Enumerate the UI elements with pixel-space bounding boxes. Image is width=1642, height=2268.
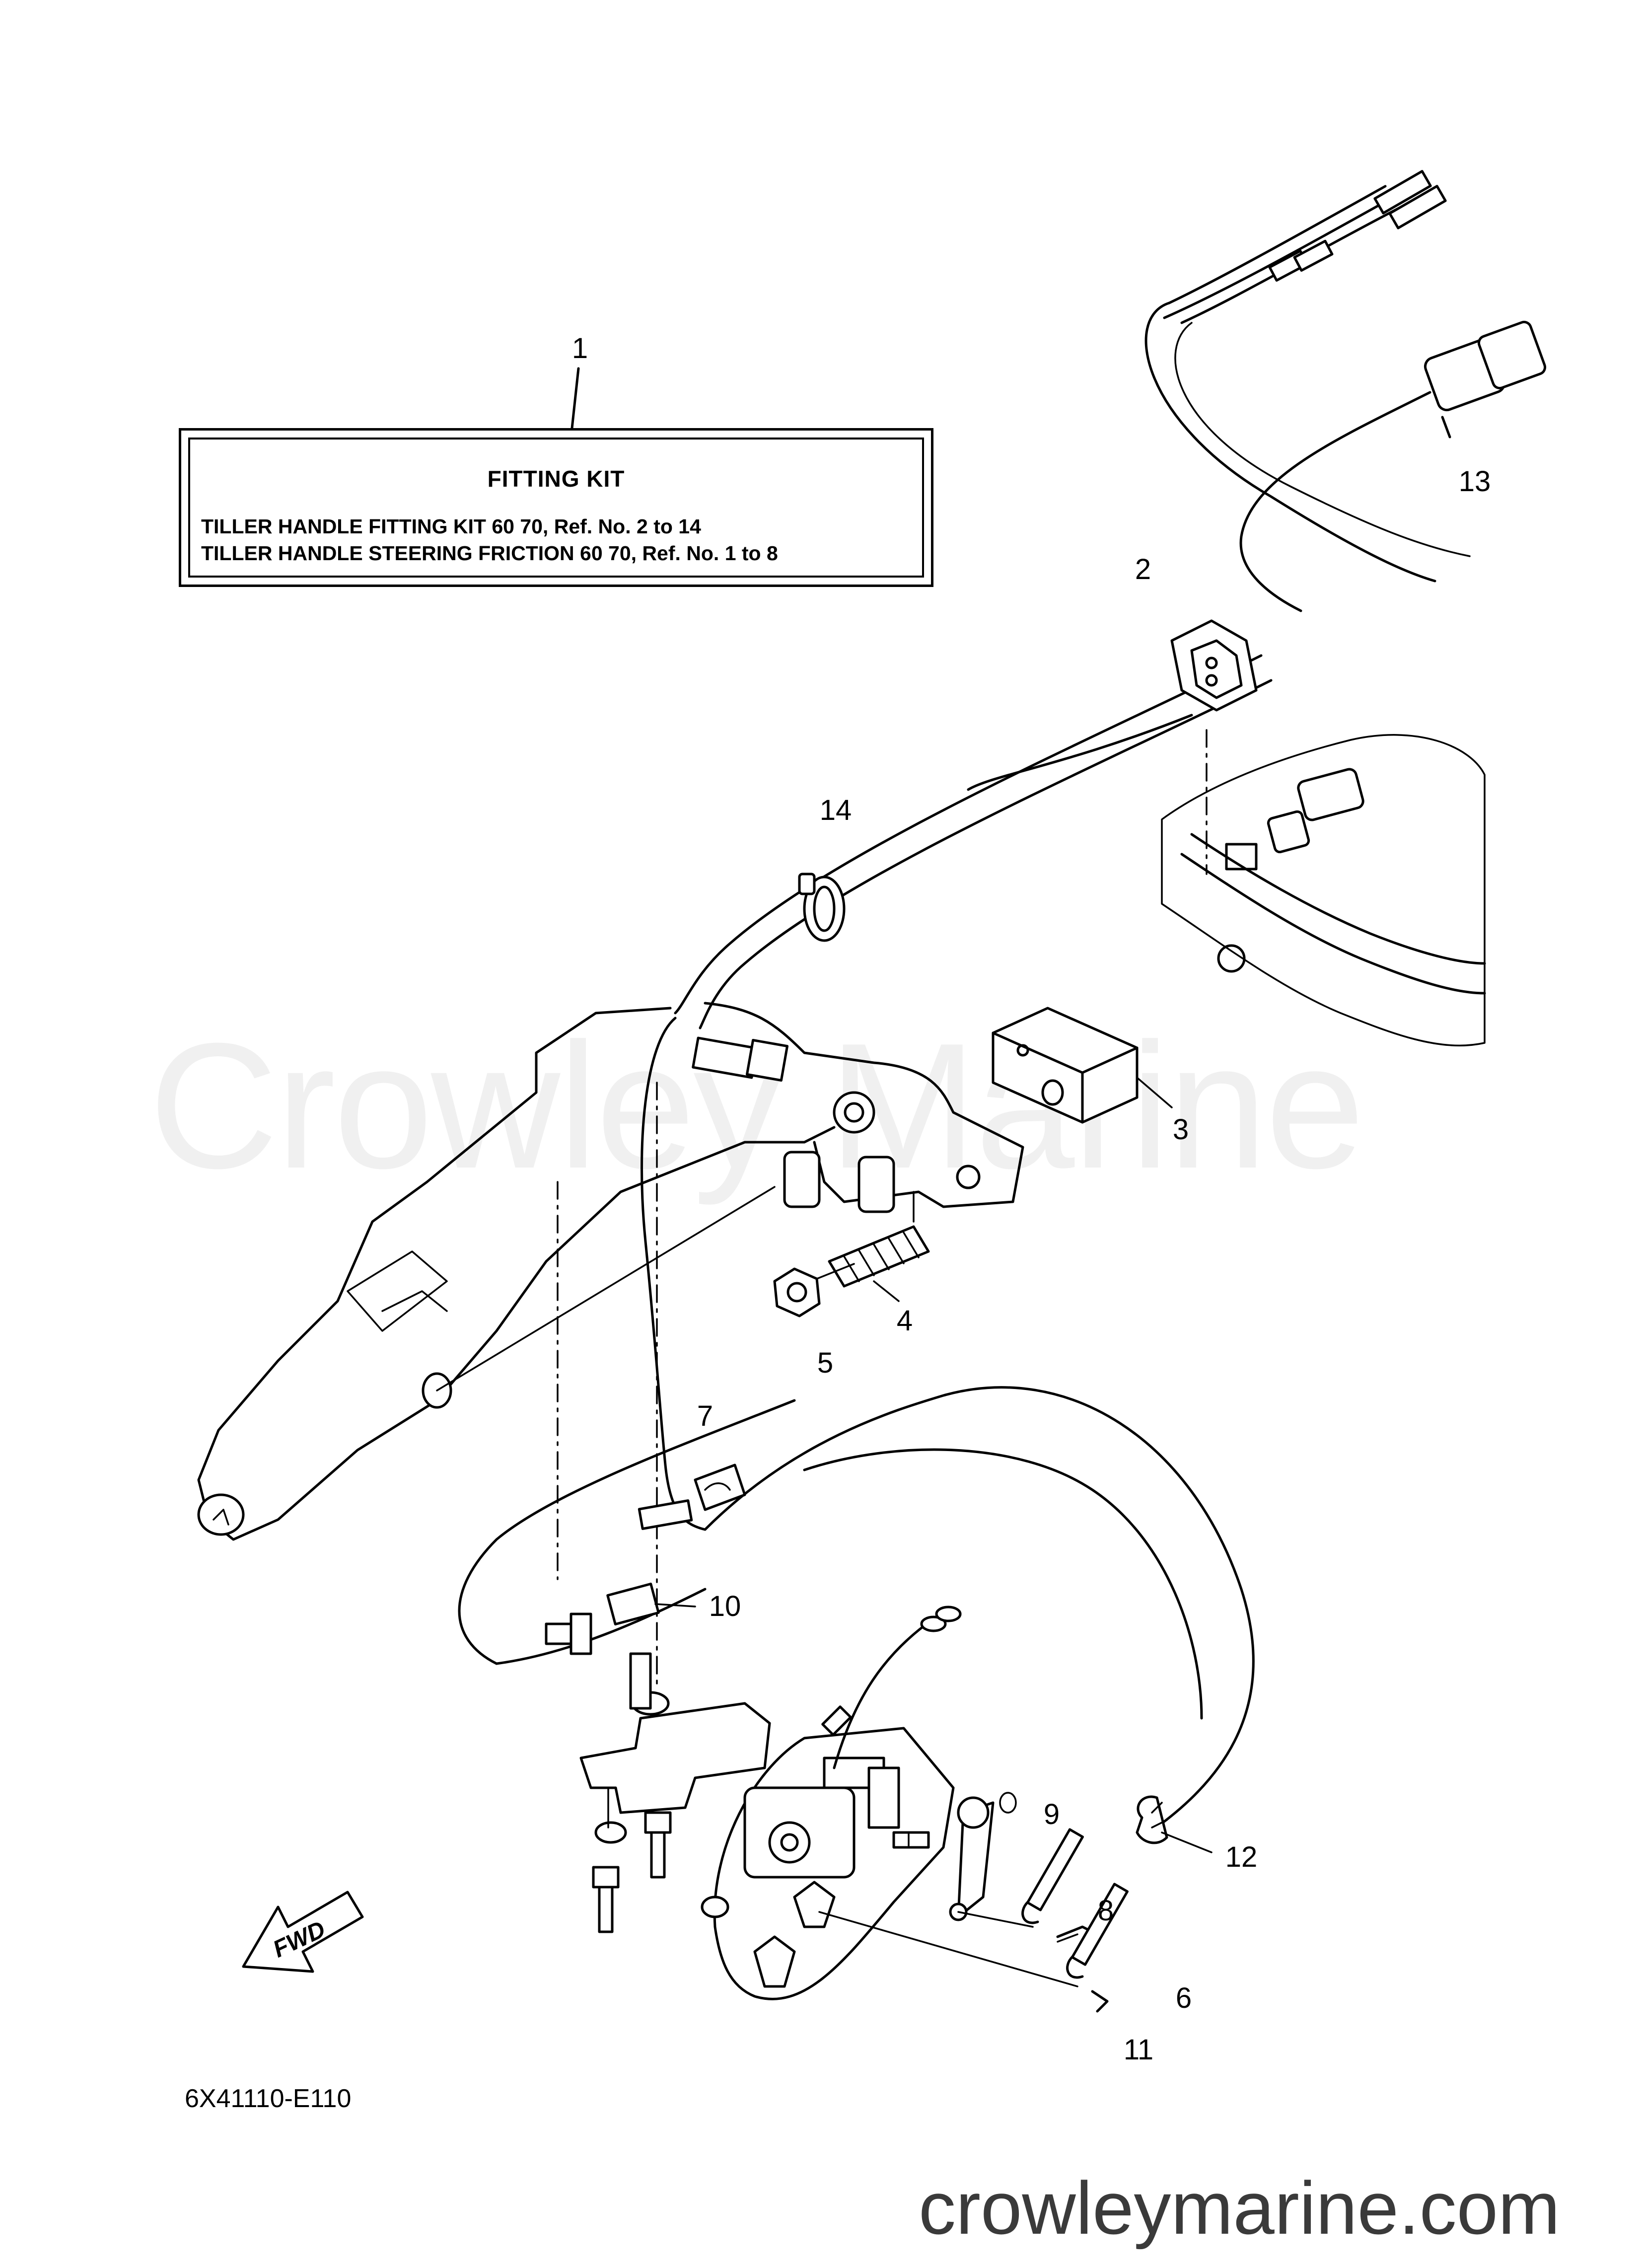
fitting-kit-box: FITTING KIT TILLER HANDLE FITTING KIT 60… [179, 428, 933, 587]
callout-10: 10 [709, 1590, 741, 1622]
callout-9: 9 [1043, 1798, 1060, 1830]
callout-7: 7 [697, 1400, 714, 1432]
callout-1: 1 [571, 332, 588, 365]
callout-12: 12 [1225, 1841, 1258, 1873]
fitting-kit-title: FITTING KIT [487, 466, 625, 492]
grommet-2 [1170, 619, 1258, 875]
nut-5 [773, 1263, 855, 1317]
callout-4: 4 [896, 1305, 913, 1337]
callout-11: 11 [1123, 2034, 1154, 2066]
fitting-kit-line-1: TILLER HANDLE FITTING KIT 60 70, Ref. No… [201, 515, 701, 538]
stud-bolt-4 [828, 1191, 930, 1302]
friction-block-3 [992, 1007, 1173, 1124]
callout-14: 14 [819, 794, 852, 826]
throttle-lever-assembly [701, 1606, 962, 2000]
fitting-kit-box-inner-border: FITTING KIT TILLER HANDLE FITTING KIT 60… [188, 438, 924, 578]
connector-13 [1239, 320, 1547, 612]
clip-11 [1091, 1990, 1109, 2013]
callout-6: 6 [1175, 1982, 1192, 2014]
callout-13: 13 [1458, 465, 1491, 498]
tiller-handle [197, 1002, 1024, 1541]
clip-12 [1136, 1795, 1213, 1853]
rod-6 [1066, 1883, 1129, 1979]
watermark-text: Crowley Marine [149, 1006, 1365, 1206]
cable-clip-7 [638, 1463, 746, 1530]
control-cables [1144, 170, 1471, 583]
lever-arm [818, 1792, 1078, 1987]
site-url: crowleymarine.com [919, 2166, 1560, 2250]
fitting-kit-line-2: TILLER HANDLE STEERING FRICTION 60 70, R… [201, 542, 778, 565]
wire-harness [674, 654, 1273, 1029]
callout-8: 8 [1097, 1895, 1114, 1927]
bracket-plate [579, 1652, 771, 1844]
screws [592, 1811, 672, 1933]
callout-5: 5 [817, 1347, 834, 1379]
callout-2: 2 [1135, 553, 1151, 585]
diagram-code: 6X41110-E110 [185, 2084, 352, 2113]
cable-clip-10 [545, 1582, 696, 1655]
rod-9 [1021, 1828, 1084, 1924]
throttle-cable-loop [458, 1386, 1255, 1839]
callout-3: 3 [1172, 1113, 1189, 1146]
bottom-cowling [1161, 734, 1486, 1047]
fwd-arrow-icon [242, 1891, 364, 1973]
clamp-14 [798, 873, 846, 942]
leader-1 [571, 367, 580, 430]
